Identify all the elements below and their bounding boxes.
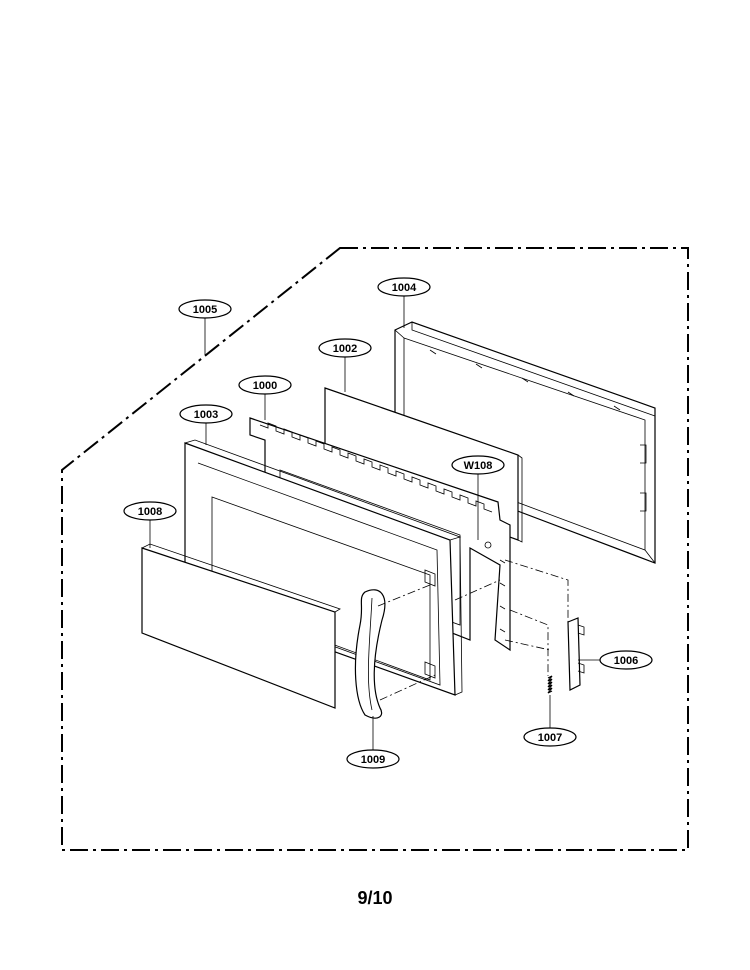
page-number: 9/10: [357, 888, 393, 908]
callout-w108-label: W108: [464, 460, 493, 472]
callout-1003: 1003: [179, 404, 233, 424]
part-1006-latch: [567, 617, 585, 691]
callout-1009-label: 1009: [361, 754, 385, 766]
part-1008-front-panel: [141, 543, 341, 709]
callout-1005-label: 1005: [193, 304, 217, 316]
assembly-boundary: [61, 247, 689, 851]
callout-1008: 1008: [123, 501, 177, 521]
callout-1004: 1004: [377, 277, 431, 297]
callout-1006-label: 1006: [614, 655, 638, 667]
assembly-guide-lines: [377, 559, 569, 701]
leader-lines: [149, 296, 600, 750]
callout-1007-label: 1007: [538, 732, 562, 744]
callout-1006: 1006: [599, 650, 653, 670]
callout-1009: 1009: [346, 749, 400, 769]
callout-1008-label: 1008: [138, 506, 162, 518]
part-1007-spring: [547, 675, 553, 694]
callout-1002-label: 1002: [333, 343, 357, 355]
callout-1002: 1002: [318, 338, 372, 358]
callout-1005: 1005: [178, 299, 232, 319]
callout-1000: 1000: [238, 375, 292, 395]
part-1009-handle: [354, 589, 386, 719]
callout-1007: 1007: [523, 727, 577, 747]
callout-1000-label: 1000: [253, 380, 277, 392]
callout-1003-label: 1003: [194, 409, 218, 421]
callout-w108: W108: [451, 455, 505, 475]
part-1004-door-frame: [394, 321, 656, 564]
callout-1004-label: 1004: [392, 282, 417, 294]
